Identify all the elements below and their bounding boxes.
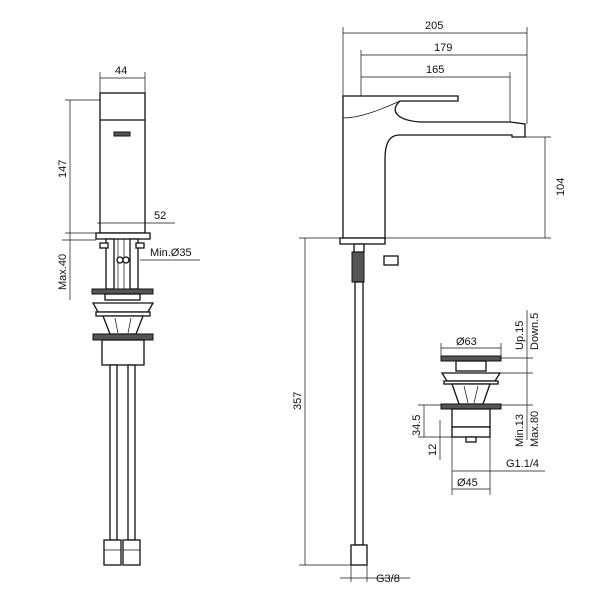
dim-height-147: 147	[57, 160, 69, 178]
dim-179: 179	[434, 42, 452, 54]
dim-12: 12	[427, 444, 439, 456]
side-view-tap	[91, 92, 155, 566]
dim-base-52: 52	[154, 210, 166, 222]
dim-357: 357	[292, 392, 304, 410]
dim-g1-1-4: G1.1/4	[506, 458, 539, 470]
dim-cap-63: Ø63	[456, 336, 477, 348]
dim-205: 205	[425, 20, 443, 32]
dim-min-13: Min.13	[514, 414, 526, 447]
dim-max-80: Max.80	[529, 411, 541, 447]
waste-view	[440, 355, 502, 443]
waste-dimensions	[418, 310, 545, 495]
front-view-tap	[339, 95, 526, 566]
dim-max-40: Max.40	[57, 254, 69, 290]
dim-hole-min-35: Min.Ø35	[150, 247, 192, 259]
dim-body-45: Ø45	[457, 477, 478, 489]
dim-width-44: 44	[115, 65, 127, 77]
dim-165: 165	[426, 64, 444, 76]
dim-g3-8: G3/8	[376, 573, 400, 585]
dim-down-5: Down.5	[529, 313, 541, 350]
side-view-dimensions	[62, 72, 200, 300]
dim-34-5: 34.5	[411, 415, 423, 436]
front-view-dimensions	[299, 27, 551, 582]
dim-104: 104	[555, 178, 567, 196]
dim-up-15: Up.15	[514, 321, 526, 350]
